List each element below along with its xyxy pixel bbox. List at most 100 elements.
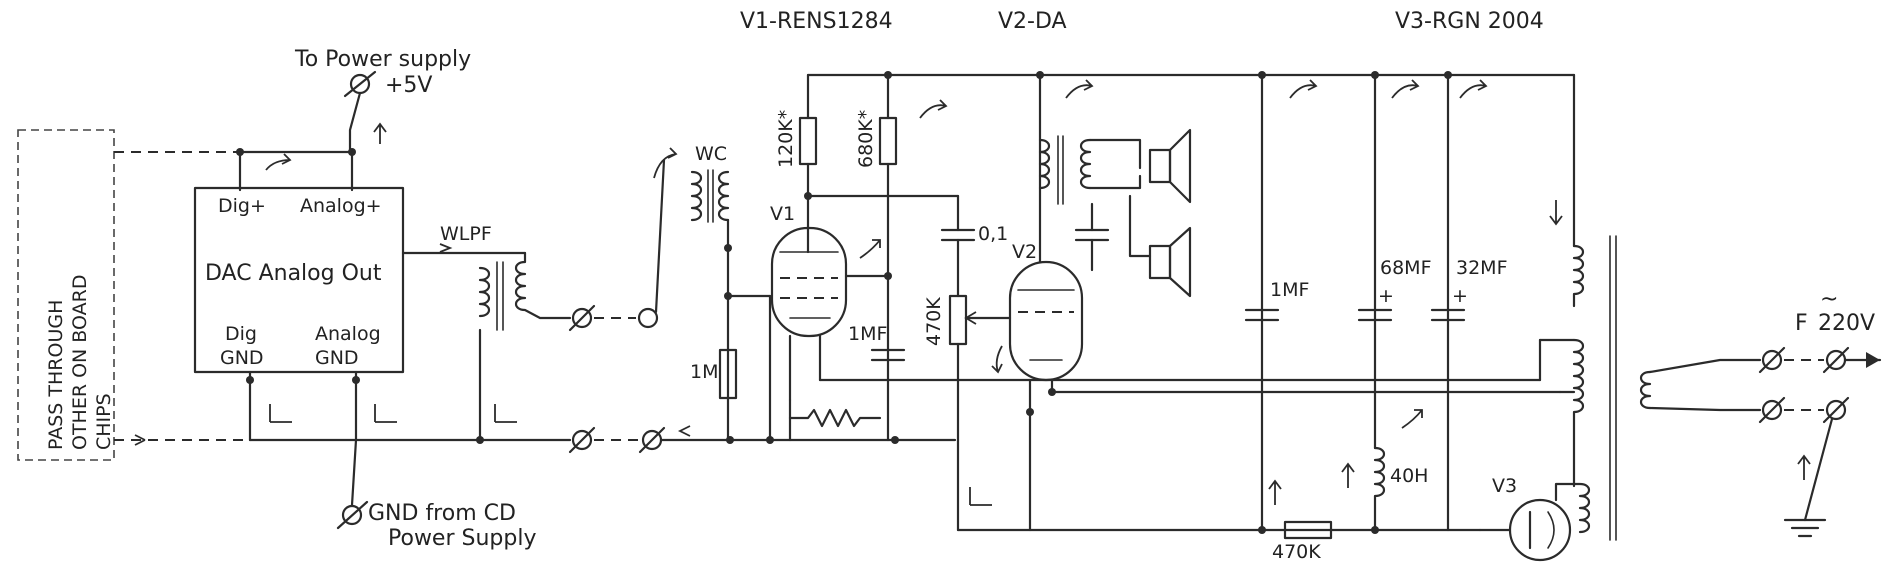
v3-heater-coil bbox=[1554, 482, 1591, 534]
flow-arrow-17 bbox=[859, 239, 881, 259]
v2-tube bbox=[1008, 260, 1084, 382]
flow-arrow-6 bbox=[1549, 200, 1563, 226]
mains-connector-d bbox=[1825, 399, 1847, 421]
connector-slash-a bbox=[568, 426, 596, 454]
mains-f-label: F bbox=[1795, 311, 1808, 336]
junction-screen bbox=[884, 272, 892, 280]
r-1m-label: 1M bbox=[690, 361, 718, 383]
connector-slash-d bbox=[1758, 346, 1786, 374]
flow-arrow-14 bbox=[265, 153, 292, 171]
arrow-dac-out bbox=[439, 243, 453, 253]
wlpf-connector-b bbox=[637, 307, 659, 329]
connector-slash-c bbox=[568, 304, 596, 332]
v3-title-label: V3-RGN 2004 bbox=[1395, 9, 1544, 34]
flow-arrow-5 bbox=[1459, 79, 1488, 99]
flow-arrow-12 bbox=[374, 404, 397, 423]
flow-arrow-18 bbox=[991, 345, 1003, 374]
connector-slash-e bbox=[1822, 346, 1850, 374]
resistor-120k bbox=[798, 116, 818, 166]
plus-b-label: + bbox=[1452, 285, 1468, 307]
junction-analog-gnd bbox=[352, 376, 360, 384]
dac-analog-out-label: DAC Analog Out bbox=[205, 261, 382, 286]
junction-dig-gnd bbox=[246, 376, 254, 384]
v3-tube bbox=[1508, 498, 1572, 562]
r-680k-label: 680K* bbox=[855, 110, 877, 168]
chips-label: CHIPS bbox=[93, 393, 115, 450]
wire-speaker-2 bbox=[1128, 194, 1152, 258]
flow-arrow-13 bbox=[494, 404, 517, 423]
resistor-1m bbox=[718, 348, 738, 400]
flow-arrow-15 bbox=[373, 122, 387, 144]
gnd-terminal bbox=[341, 504, 363, 526]
speaker-2-magnet bbox=[1148, 244, 1172, 280]
v2-label: V2 bbox=[1012, 241, 1037, 263]
wire-speaker-1 bbox=[1088, 138, 1142, 170]
v2-title-label: V2-DA bbox=[998, 9, 1067, 34]
mains-hv-coil bbox=[1572, 244, 1585, 308]
gnd-connector-a bbox=[571, 429, 593, 451]
c-01-label: 0,1 bbox=[978, 223, 1008, 245]
c-1mf-b-label: 1MF bbox=[1270, 279, 1309, 301]
r-470k-pot-label: 470K bbox=[923, 297, 945, 346]
junction-wc-a bbox=[724, 244, 732, 252]
analog-gnd-label-2: GND bbox=[315, 347, 359, 369]
flow-arrow-7 bbox=[1797, 454, 1811, 480]
plus-a-label: + bbox=[1378, 285, 1394, 307]
analog-plus-label: Analog+ bbox=[300, 195, 382, 217]
v1-title-label: V1-RENS1284 bbox=[740, 9, 893, 34]
wlpf-label: WLPF bbox=[440, 223, 492, 245]
flow-arrow-3 bbox=[1289, 79, 1318, 99]
wire-5v-down bbox=[348, 91, 362, 154]
wc-label: WC bbox=[695, 143, 727, 165]
choke-40h bbox=[1373, 446, 1386, 532]
other-on-board-label: OTHER ON BOARD bbox=[69, 275, 91, 450]
output-coil-primary bbox=[1038, 138, 1051, 190]
flow-arrow-16 bbox=[653, 147, 678, 179]
c-1mf-a-label: 1MF bbox=[848, 323, 887, 345]
dac-box bbox=[193, 186, 405, 374]
mains-secondary-coil bbox=[1572, 338, 1585, 488]
v3-label: V3 bbox=[1492, 475, 1517, 497]
wc-coil-right bbox=[717, 170, 730, 222]
flow-arrow-11 bbox=[269, 404, 292, 423]
junction-1mf-b-bottom bbox=[1258, 526, 1266, 534]
power-supply-label: Power Supply bbox=[388, 526, 536, 551]
junction-32mf bbox=[1444, 71, 1452, 79]
flow-arrow-2 bbox=[1065, 79, 1094, 99]
mains-arrow bbox=[1866, 352, 1880, 368]
speaker-1-magnet bbox=[1148, 148, 1172, 184]
flow-arrow-1 bbox=[919, 99, 948, 119]
resistor-feedback bbox=[788, 408, 882, 428]
resistor-680k bbox=[878, 116, 898, 166]
pass-through-label-group: PASS THROUGH OTHER ON BOARD CHIPS bbox=[45, 275, 115, 450]
wlpf-connector-a bbox=[571, 307, 593, 329]
speaker-2-cone bbox=[1168, 226, 1192, 298]
terminal-slash-5v bbox=[343, 70, 377, 98]
arrow-gnd-left bbox=[677, 425, 691, 437]
junction-1mf-gnd bbox=[891, 436, 899, 444]
mains-v-label: 220V bbox=[1818, 311, 1875, 336]
mains-connector-a bbox=[1761, 349, 1783, 371]
speaker-1-cone bbox=[1168, 128, 1192, 204]
junction-v1-anode bbox=[804, 192, 812, 200]
v1-label: V1 bbox=[770, 203, 795, 225]
junction-68mf bbox=[1371, 71, 1379, 79]
l-40h-label: 40H bbox=[1390, 465, 1428, 487]
wire-primary-top bbox=[1648, 358, 1762, 374]
connector-slash-g bbox=[1822, 396, 1850, 424]
junction-680k bbox=[884, 71, 892, 79]
mains-primary-coil bbox=[1639, 370, 1652, 410]
analog-gnd-label-1: Analog bbox=[315, 323, 381, 345]
pass-through-label: PASS THROUGH bbox=[45, 300, 67, 450]
junction-choke-bottom bbox=[1371, 526, 1379, 534]
r-120k-label: 120K* bbox=[775, 110, 797, 168]
wlpf-coil-right bbox=[514, 251, 572, 320]
wire-gnd-down bbox=[350, 438, 358, 507]
to-power-supply-label: To Power supply bbox=[294, 47, 471, 72]
dig-gnd-label-2: GND bbox=[220, 347, 264, 369]
flow-arrow-10 bbox=[969, 487, 992, 506]
tilde-label: ~ bbox=[1820, 287, 1838, 312]
v3-cathode bbox=[1547, 511, 1555, 549]
dig-plus-label: Dig+ bbox=[218, 195, 266, 217]
